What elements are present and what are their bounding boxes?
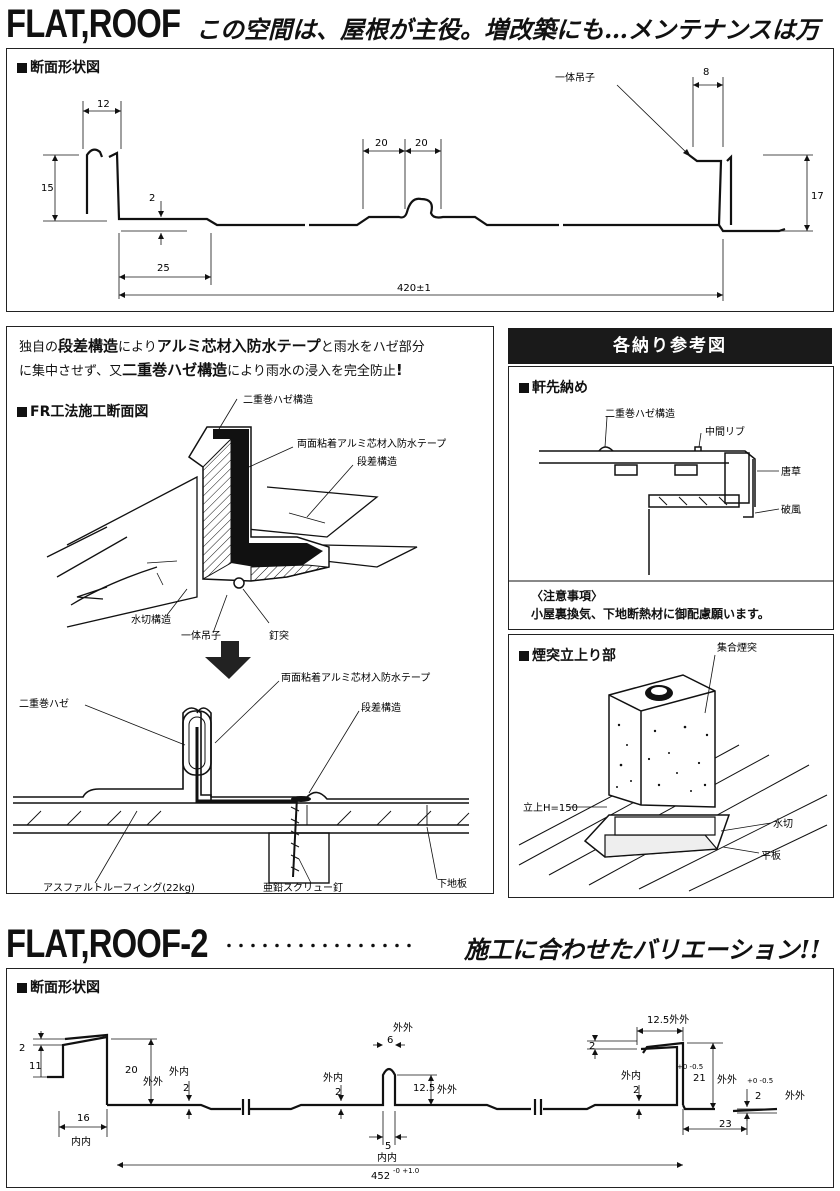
chimney-label-flue: 集合煙突 — [717, 641, 757, 654]
eaves-label-seam: 二重巻ハゼ構造 — [605, 407, 675, 420]
chimney-label-plate: 平板 — [761, 849, 781, 862]
dim2-2f: 2 — [755, 1091, 761, 1102]
dim2-outer-outer-d: 外外 — [717, 1074, 737, 1086]
dim2-5: 5 — [385, 1141, 391, 1152]
dim2-12-5: 12.5 — [413, 1083, 435, 1094]
profile-drawing-2: 2 11 20 外外 外内 2 外外 6 外内 2 12.5 外外 12.5外外… — [19, 1014, 805, 1182]
section-title-fr: FR工法施工断面図 — [17, 401, 148, 421]
fr-label-nail: 釘突 — [269, 629, 289, 642]
chimney-label-rise: 立上H=150 — [523, 801, 578, 814]
fr-method-panel: 独自の段差構造によりアルミ芯材入防水テープと雨水をハゼ部分 に集中させず、又二重… — [6, 326, 494, 894]
eaves-label-rib: 中間リブ — [705, 425, 745, 438]
fr-label-step: 段差構造 — [357, 455, 397, 468]
fr2-label-screw: 亜鉛スクリュー釘 — [263, 881, 343, 893]
fr2-label-base: 下地板 — [437, 877, 467, 890]
profile-drawing-1: 12 8 20 20 15 2 17 25 420±1 一体吊子 — [41, 67, 824, 301]
dim-17: 17 — [811, 191, 824, 202]
dim2-inner-outer-b: 外内 — [323, 1071, 343, 1084]
dim2-2f-tol: +0 -0.5 — [747, 1077, 773, 1085]
dim2-11: 11 — [29, 1061, 42, 1072]
chimney-panel: 煙突立上り部 集合煙突 立上H=150 水切 平板 — [508, 634, 834, 898]
fr2-label-asphalt: アスファルトルーフィング(22kg) — [43, 881, 195, 893]
dim2-20: 20 — [125, 1065, 138, 1076]
tagline-2: 施工に合わせたバリエーション!! — [464, 935, 821, 964]
section-title-profile-2: 断面形状図 — [17, 977, 100, 997]
profile-panel-1: 断面形状図 — [6, 48, 834, 312]
dim2-2e: 2 — [633, 1085, 639, 1096]
header2-dots: ・・・・・・・・・・・・・・・・ — [222, 939, 416, 955]
brand-title-2: FLAT,ROOF-2 — [6, 922, 209, 966]
dim2-6: 6 — [387, 1035, 393, 1046]
dim2-12-5-outer: 12.5外外 — [647, 1014, 689, 1026]
dim2-outer-outer-e: 外外 — [785, 1090, 805, 1102]
dim2-inner-outer-a: 外内 — [169, 1065, 189, 1078]
note-body: 小屋裏換気、下地断熱材に御配慮願います。 — [531, 607, 770, 621]
eaves-panel: 軒先納め 二重巻ハゼ構造 中間リブ 唐草 破風 〈注意事項〉 小屋裏換気、下地断… — [508, 366, 834, 630]
dim2-2a: 2 — [19, 1043, 25, 1054]
dim2-outer-outer-a: 外外 — [143, 1076, 163, 1088]
brand-title-1: FLAT,ROOF — [6, 2, 181, 46]
chimney-drawing: 集合煙突 立上H=150 水切 平板 — [518, 641, 828, 892]
label-clip: 一体吊子 — [555, 72, 595, 84]
dim2-23: 23 — [719, 1119, 732, 1130]
dim2-inner-outer-c: 外内 — [621, 1069, 641, 1082]
dim2-21: 21 — [693, 1073, 706, 1084]
note-title: 〈注意事項〉 — [531, 589, 604, 603]
dim-15: 15 — [41, 183, 54, 194]
profile-panel-2: 断面形状図 — [6, 968, 834, 1188]
intro-text: 独自の段差構造によりアルミ芯材入防水テープと雨水をハゼ部分 に集中させず、又二重… — [19, 337, 425, 379]
dim2-inner-inner-a: 内内 — [71, 1135, 91, 1148]
section-title-eaves: 軒先納め — [519, 377, 588, 397]
dim2-16: 16 — [77, 1113, 90, 1124]
section-title-chimney: 煙突立上り部 — [519, 645, 616, 665]
dim-20-right: 20 — [415, 138, 428, 149]
fr2-label-tape: 両面粘着アルミ芯材入防水テープ — [281, 671, 430, 684]
dim2-outer-outer-c: 外外 — [437, 1084, 457, 1096]
chimney-label-cut: 水切 — [773, 818, 793, 830]
dim2-outer-outer-b: 外外 — [393, 1022, 413, 1034]
down-arrow-icon — [205, 641, 251, 679]
dim2-452: 452 — [371, 1171, 390, 1182]
dim2-inner-inner-b: 内内 — [377, 1151, 397, 1164]
dim2-2d: 2 — [589, 1041, 595, 1052]
dim-8: 8 — [703, 67, 709, 78]
eaves-label-karakusa: 唐草 — [781, 465, 801, 478]
fr-label-clip: 一体吊子 — [181, 630, 221, 642]
section-title-profile-1: 断面形状図 — [17, 57, 100, 77]
fr-label-tape: 両面粘着アルミ芯材入防水テープ — [297, 437, 446, 450]
dim-420: 420±1 — [397, 283, 431, 294]
dim2-2c: 2 — [335, 1087, 341, 1098]
fr-drawing: 二重巻ハゼ構造 両面粘着アルミ芯材入防水テープ 段差構造 水切構造 一体吊子 釘… — [13, 393, 470, 893]
dim2-452-tol: -0 +1.0 — [393, 1167, 419, 1175]
fr-label-double-seam: 二重巻ハゼ構造 — [243, 393, 313, 406]
dim-20-left: 20 — [375, 138, 388, 149]
dim2-21-tol: +0 -0.5 — [677, 1063, 703, 1071]
dim-12: 12 — [97, 99, 110, 110]
eaves-drawing: 二重巻ハゼ構造 中間リブ 唐草 破風 — [509, 407, 833, 582]
fr2-label-step: 段差構造 — [361, 701, 401, 714]
eaves-label-hafu: 破風 — [781, 503, 801, 516]
dim-2: 2 — [149, 193, 155, 204]
fr2-label-seam: 二重巻ハゼ — [19, 697, 69, 710]
dim2-2b: 2 — [183, 1083, 189, 1094]
dim-25: 25 — [157, 263, 170, 274]
ref-header: 各納り参考図 — [508, 328, 832, 364]
fr-label-water-cut: 水切構造 — [131, 613, 171, 626]
